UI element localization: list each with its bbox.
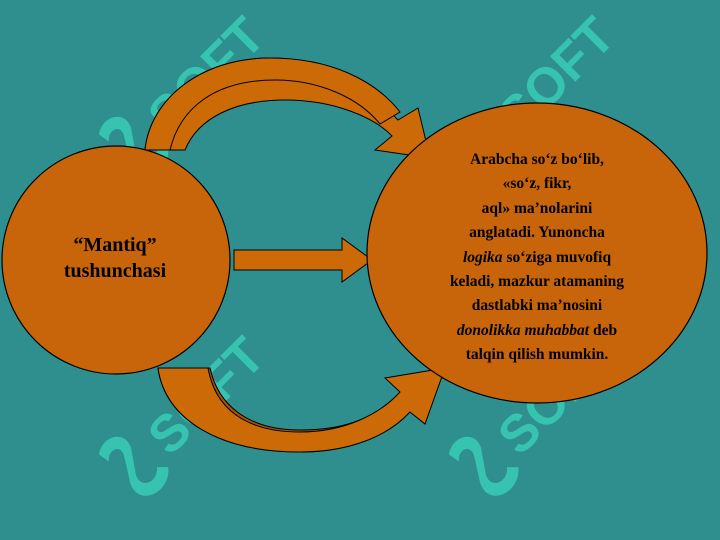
- right-node-line-rest: deb: [589, 321, 618, 339]
- right-node-italic-term: donolikka muhabbat: [456, 321, 590, 339]
- watermark-logo-icon: [448, 436, 519, 496]
- right-node-line: dastlabki ma’nosini: [471, 297, 603, 315]
- top-curved-arrow: [144, 57, 431, 159]
- right-node-line: logika so‘ziga muvofiq: [412, 246, 662, 270]
- right-node-line: keladi, mazkur atamaning: [449, 273, 625, 291]
- right-node-line-rest: so‘ziga muvofiq: [502, 248, 612, 266]
- left-node-circle: [1, 145, 231, 375]
- right-node-line: talqin qilish mumkin.: [465, 346, 609, 364]
- straight-arrow: [233, 237, 373, 283]
- right-node-ellipse: [366, 102, 708, 404]
- watermark-logo-icon: [98, 116, 169, 176]
- right-node-description: Arabcha so‘z bo‘lib, «so‘z, fikr, aql» ma’…: [412, 148, 662, 368]
- bottom-curved-arrow: [157, 367, 446, 453]
- left-node-line2: tushunchasi: [63, 260, 167, 282]
- right-node-line: Arabcha so‘z bo‘lib,: [470, 151, 604, 168]
- right-node-line: anglatadi. Yunoncha: [469, 224, 605, 242]
- left-node-label: “Mantiq” tushunchasi: [20, 232, 210, 284]
- right-node-italic-term: logika: [462, 248, 503, 266]
- left-node-line1: “Mantiq”: [73, 234, 157, 256]
- watermark-logo-icon: [98, 436, 169, 496]
- right-node-line: donolikka muhabbat deb: [412, 319, 662, 343]
- right-node-line: «so‘z, fikr,: [502, 175, 572, 193]
- right-node-line: aql» ma’nolarini: [481, 199, 593, 217]
